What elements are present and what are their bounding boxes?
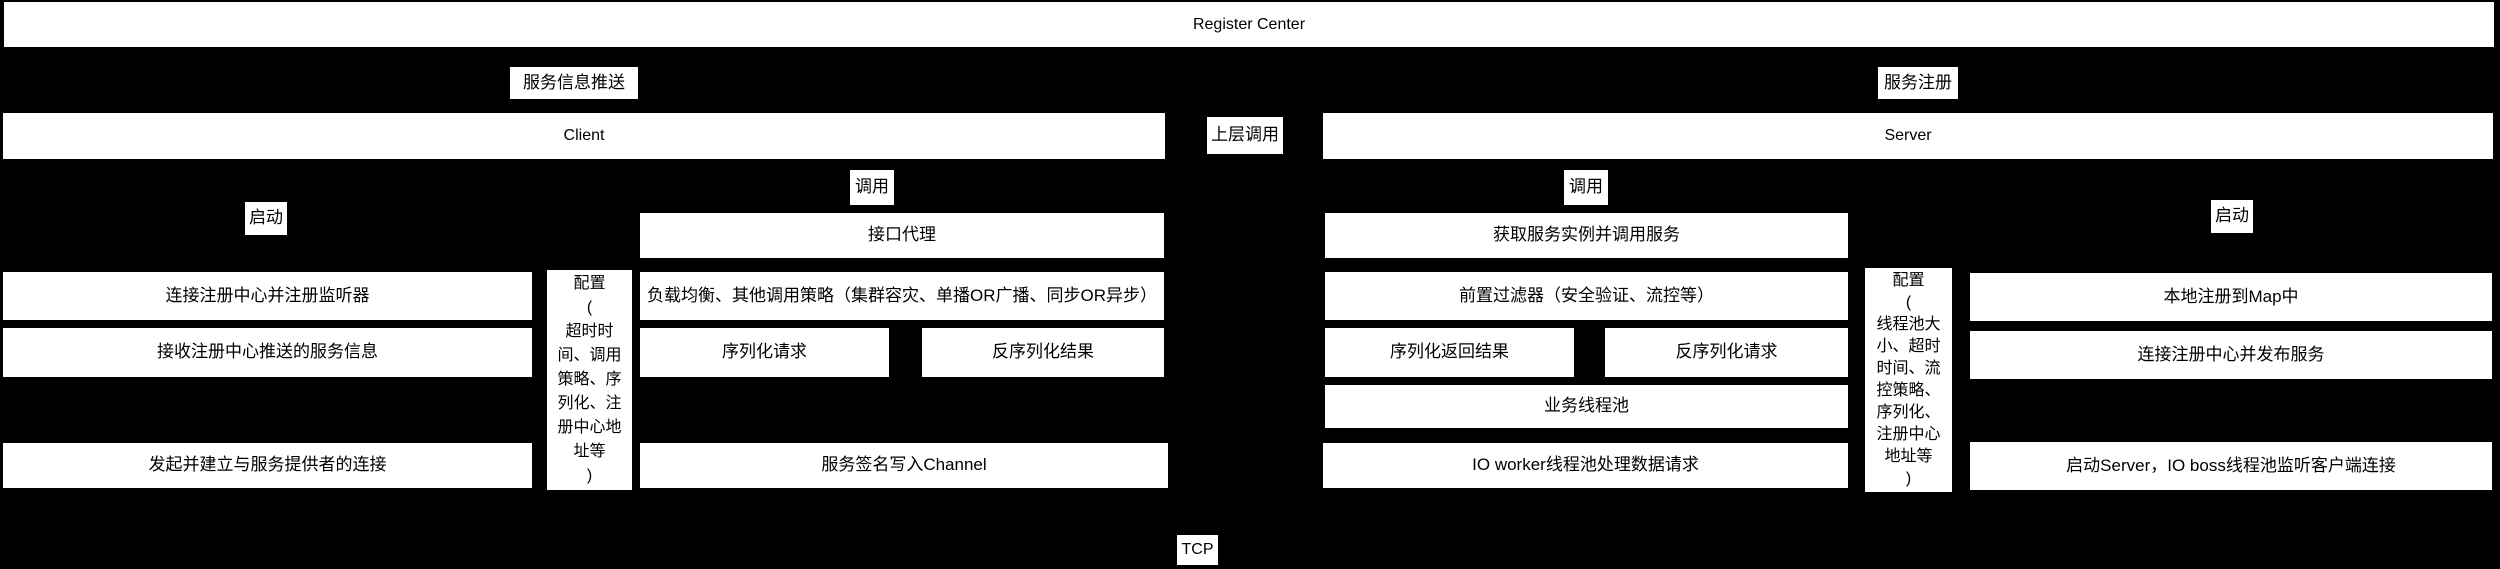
register-center-bar: Register Center [4,2,2494,47]
load-balance-box: 负载均衡、其他调用策略（集群容灾、单播OR广播、同步OR异步） [640,272,1164,320]
server-invoke-label: 调用 [1564,170,1608,205]
io-worker-box: IO worker线程池处理数据请求 [1323,443,1848,488]
upper-layer-call-label: 上层调用 [1207,117,1283,154]
client-config-box: 配置 ( 超时时 间、调用 策略、序 列化、注 册中心地 址等 ) [547,270,632,490]
get-service-instance-box: 获取服务实例并调用服务 [1325,213,1848,258]
serialize-result-box: 序列化返回结果 [1325,328,1574,377]
server-step-start-server-box: 启动Server，IO boss线程池监听客户端连接 [1970,442,2492,490]
tcp-label: TCP [1177,535,1218,565]
client-invoke-label: 调用 [850,170,894,205]
deserialize-result-box: 反序列化结果 [922,328,1164,377]
client-step-establish-box: 发起并建立与服务提供者的连接 [3,443,532,488]
server-config-box: 配置 ( 线程池大 小、超时 时间、流 控策略、 序列化、 注册中心 地址等 ) [1865,268,1952,492]
client-start-label: 启动 [245,202,287,235]
server-step-connect-publish-box: 连接注册中心并发布服务 [1970,331,2492,379]
server-step-local-register-box: 本地注册到Map中 [1970,273,2492,321]
client-step-connect-box: 连接注册中心并注册监听器 [3,272,532,320]
client-bar: Client [3,113,1165,159]
write-channel-box: 服务签名写入Channel [640,443,1168,488]
interface-proxy-box: 接口代理 [640,213,1164,258]
service-info-push-label: 服务信息推送 [510,67,638,99]
server-start-label: 启动 [2211,200,2253,233]
client-step-receive-box: 接收注册中心推送的服务信息 [3,328,532,377]
service-register-label: 服务注册 [1878,67,1958,99]
serialize-request-box: 序列化请求 [640,328,889,377]
server-bar: Server [1323,113,2493,159]
deserialize-request-box: 反序列化请求 [1605,328,1848,377]
pre-filter-box: 前置过滤器（安全验证、流控等） [1325,272,1848,320]
business-thread-pool-box: 业务线程池 [1325,385,1848,428]
